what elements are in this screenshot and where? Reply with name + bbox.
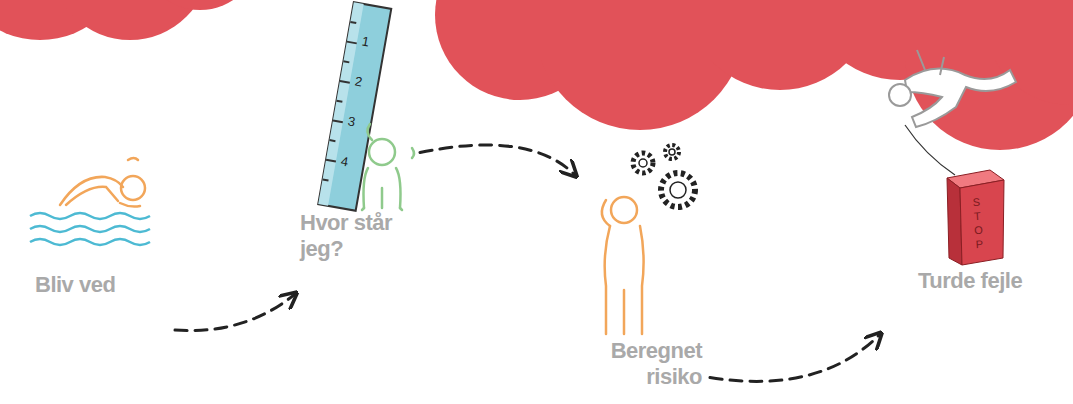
- measuring-figure: [362, 124, 414, 210]
- water-waves: [30, 213, 150, 245]
- dashed-arrow: [710, 334, 880, 381]
- stop-box: [947, 170, 1004, 265]
- step-node: Beregnet risiko: [560, 175, 710, 400]
- swimmer-figure: [60, 158, 145, 207]
- step-node: Turde fejle: [880, 50, 1060, 340]
- step-node: Bliv ved: [20, 140, 175, 336]
- falling-figure: [889, 50, 1016, 175]
- step-label: Hvor står jeg?: [300, 210, 415, 262]
- gears: [633, 145, 695, 207]
- step-label: Turde fejle: [918, 268, 1058, 294]
- step-node: Hvor står jeg?: [295, 5, 420, 300]
- step-label: Beregnet risiko: [566, 338, 702, 390]
- thinking-figure: [602, 197, 644, 334]
- cloud: [0, 0, 1073, 150]
- dashed-arrow: [420, 145, 575, 175]
- dashed-arrow: [175, 294, 295, 331]
- ruler: [318, 2, 391, 210]
- step-label: Bliv ved: [35, 272, 165, 298]
